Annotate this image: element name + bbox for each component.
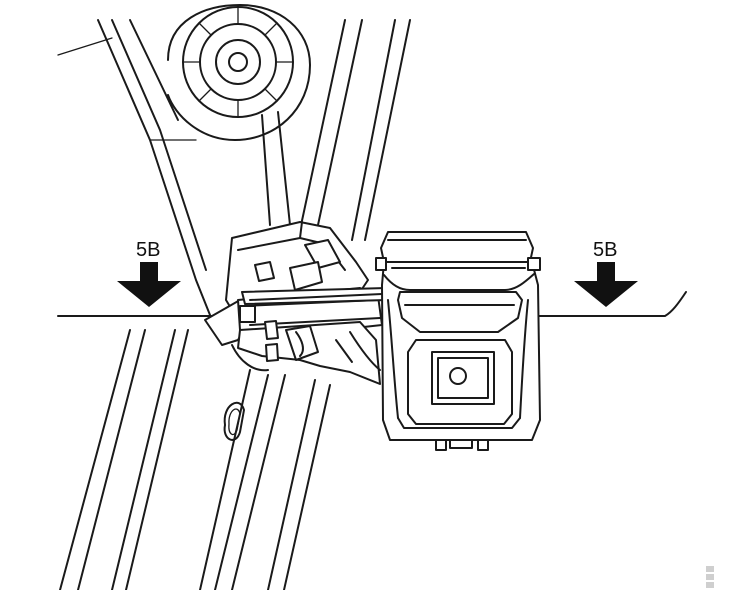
glass-guide-rails <box>59 19 411 590</box>
leader-line <box>57 37 113 56</box>
rail-slot <box>223 401 245 441</box>
cable-clip <box>239 287 389 323</box>
regulator-cable <box>261 111 291 226</box>
section-arrow-left <box>117 262 181 307</box>
section-arrow-right <box>574 262 638 307</box>
regulator-motor-housing <box>375 231 541 451</box>
section-label-right: 5B <box>593 239 617 261</box>
window-frame-rail <box>97 19 217 331</box>
regulator-pulley <box>167 4 311 141</box>
section-label-left: 5B <box>136 239 160 261</box>
corner-mark <box>706 566 714 588</box>
